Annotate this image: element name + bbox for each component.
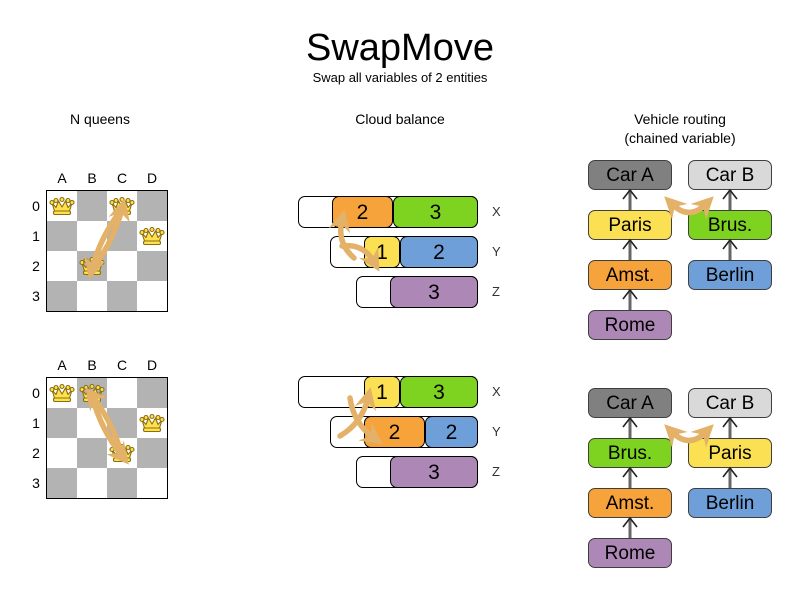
board-row-header: 3	[32, 288, 40, 304]
board-column-header: A	[57, 357, 67, 373]
board-cell[interactable]	[107, 378, 137, 408]
cloud-row-label: X	[492, 384, 501, 399]
cloud-process-segment[interactable]: 2	[332, 196, 393, 228]
vrp-chain-arrows	[622, 188, 638, 310]
vrp-node[interactable]: Amst.	[588, 260, 672, 290]
cloud-process-segment[interactable]: 3	[390, 456, 478, 488]
chessboard-grid: A B C D 0 1 2 3	[32, 357, 168, 499]
board-cell[interactable]	[77, 468, 107, 498]
nqueens-board-before: A B C D 0 1 2 3	[32, 170, 168, 312]
board-column-header: D	[146, 357, 158, 373]
swap-arrow	[84, 198, 130, 280]
board-row-header: 2	[32, 445, 40, 461]
board-cell[interactable]	[77, 191, 107, 221]
board-row-header: 0	[32, 198, 40, 214]
vrp-header-line1: Vehicle routing	[634, 111, 726, 127]
board-row-header: 1	[32, 415, 40, 431]
vrp-chain-arrows	[722, 416, 738, 488]
board-row-header: 2	[32, 258, 40, 274]
cloud-row-label: X	[492, 204, 501, 219]
board-cell[interactable]	[47, 281, 77, 311]
board-column-header: B	[87, 357, 97, 373]
swap-arrow	[664, 196, 714, 220]
board-cell[interactable]	[47, 468, 77, 498]
vrp-node[interactable]: Berlin	[688, 488, 772, 518]
board-cell[interactable]	[107, 468, 137, 498]
swap-arrow	[85, 387, 129, 465]
cloud-row-label: Y	[492, 244, 501, 259]
board-cell[interactable]	[107, 281, 137, 311]
cloud-process-segment[interactable]: 2	[425, 416, 478, 448]
vrp-node[interactable]: Car B	[688, 388, 772, 418]
vrp-chain-arrows	[622, 416, 638, 538]
board-cell[interactable]	[77, 281, 107, 311]
cloud-process-segment[interactable]: 3	[393, 196, 478, 228]
cloud-process-segment[interactable]: 3	[400, 376, 478, 408]
cloud-process-segment[interactable]: 3	[390, 276, 478, 308]
page-title: SwapMove	[306, 27, 494, 69]
vrp-node[interactable]: Car A	[588, 388, 672, 418]
board-cell[interactable]	[137, 438, 167, 468]
vrp-node[interactable]: Paris	[588, 210, 672, 240]
vrp-node[interactable]: Rome	[588, 538, 672, 568]
swap-arrow	[328, 209, 380, 272]
vrp-node[interactable]: Amst.	[588, 488, 672, 518]
vrp-chain-arrows	[722, 188, 738, 260]
vrp-node[interactable]: Rome	[588, 310, 672, 340]
cloud-row-label: Z	[492, 284, 500, 299]
section-header-nqueens: N queens	[70, 111, 130, 127]
section-header-vehicle-routing: Vehicle routing (chained variable)	[600, 110, 760, 148]
vrp-node[interactable]: Berlin	[688, 260, 772, 290]
cloud-row-label: Y	[492, 424, 501, 439]
board-cell[interactable]	[47, 221, 77, 251]
vrp-node[interactable]: Car B	[688, 160, 772, 190]
board-column-header: C	[116, 170, 128, 186]
board-cell[interactable]	[47, 408, 77, 438]
board-cell[interactable]	[107, 251, 137, 281]
vrp-node[interactable]: Brus.	[588, 438, 672, 468]
board-cell[interactable]	[137, 281, 167, 311]
board-cell[interactable]	[77, 438, 107, 468]
board-cell[interactable]	[47, 438, 77, 468]
board-cell[interactable]	[47, 251, 77, 281]
board-row-header: 3	[32, 475, 40, 491]
vrp-header-line2: (chained variable)	[624, 130, 736, 146]
board-row-header: 1	[32, 228, 40, 244]
swap-arrow	[664, 424, 714, 448]
board-row-header: 0	[32, 385, 40, 401]
section-header-cloud-balance: Cloud balance	[355, 111, 445, 127]
page-subtitle: Swap all variables of 2 entities	[312, 70, 488, 85]
board-cell[interactable]	[137, 468, 167, 498]
cloud-process-segment[interactable]: 2	[400, 236, 478, 268]
board-cell[interactable]	[137, 191, 167, 221]
chessboard-grid: A B C D 0 1 2 3	[32, 170, 168, 312]
board-column-header: B	[87, 170, 97, 186]
board-column-header: A	[57, 170, 67, 186]
swap-arrow	[337, 387, 383, 445]
board-cell[interactable]	[137, 251, 167, 281]
cloud-row-label: Z	[492, 464, 500, 479]
nqueens-board-after: A B C D 0 1 2 3	[32, 357, 168, 499]
board-cell[interactable]	[137, 378, 167, 408]
board-column-header: D	[146, 170, 158, 186]
board-column-header: C	[116, 357, 128, 373]
